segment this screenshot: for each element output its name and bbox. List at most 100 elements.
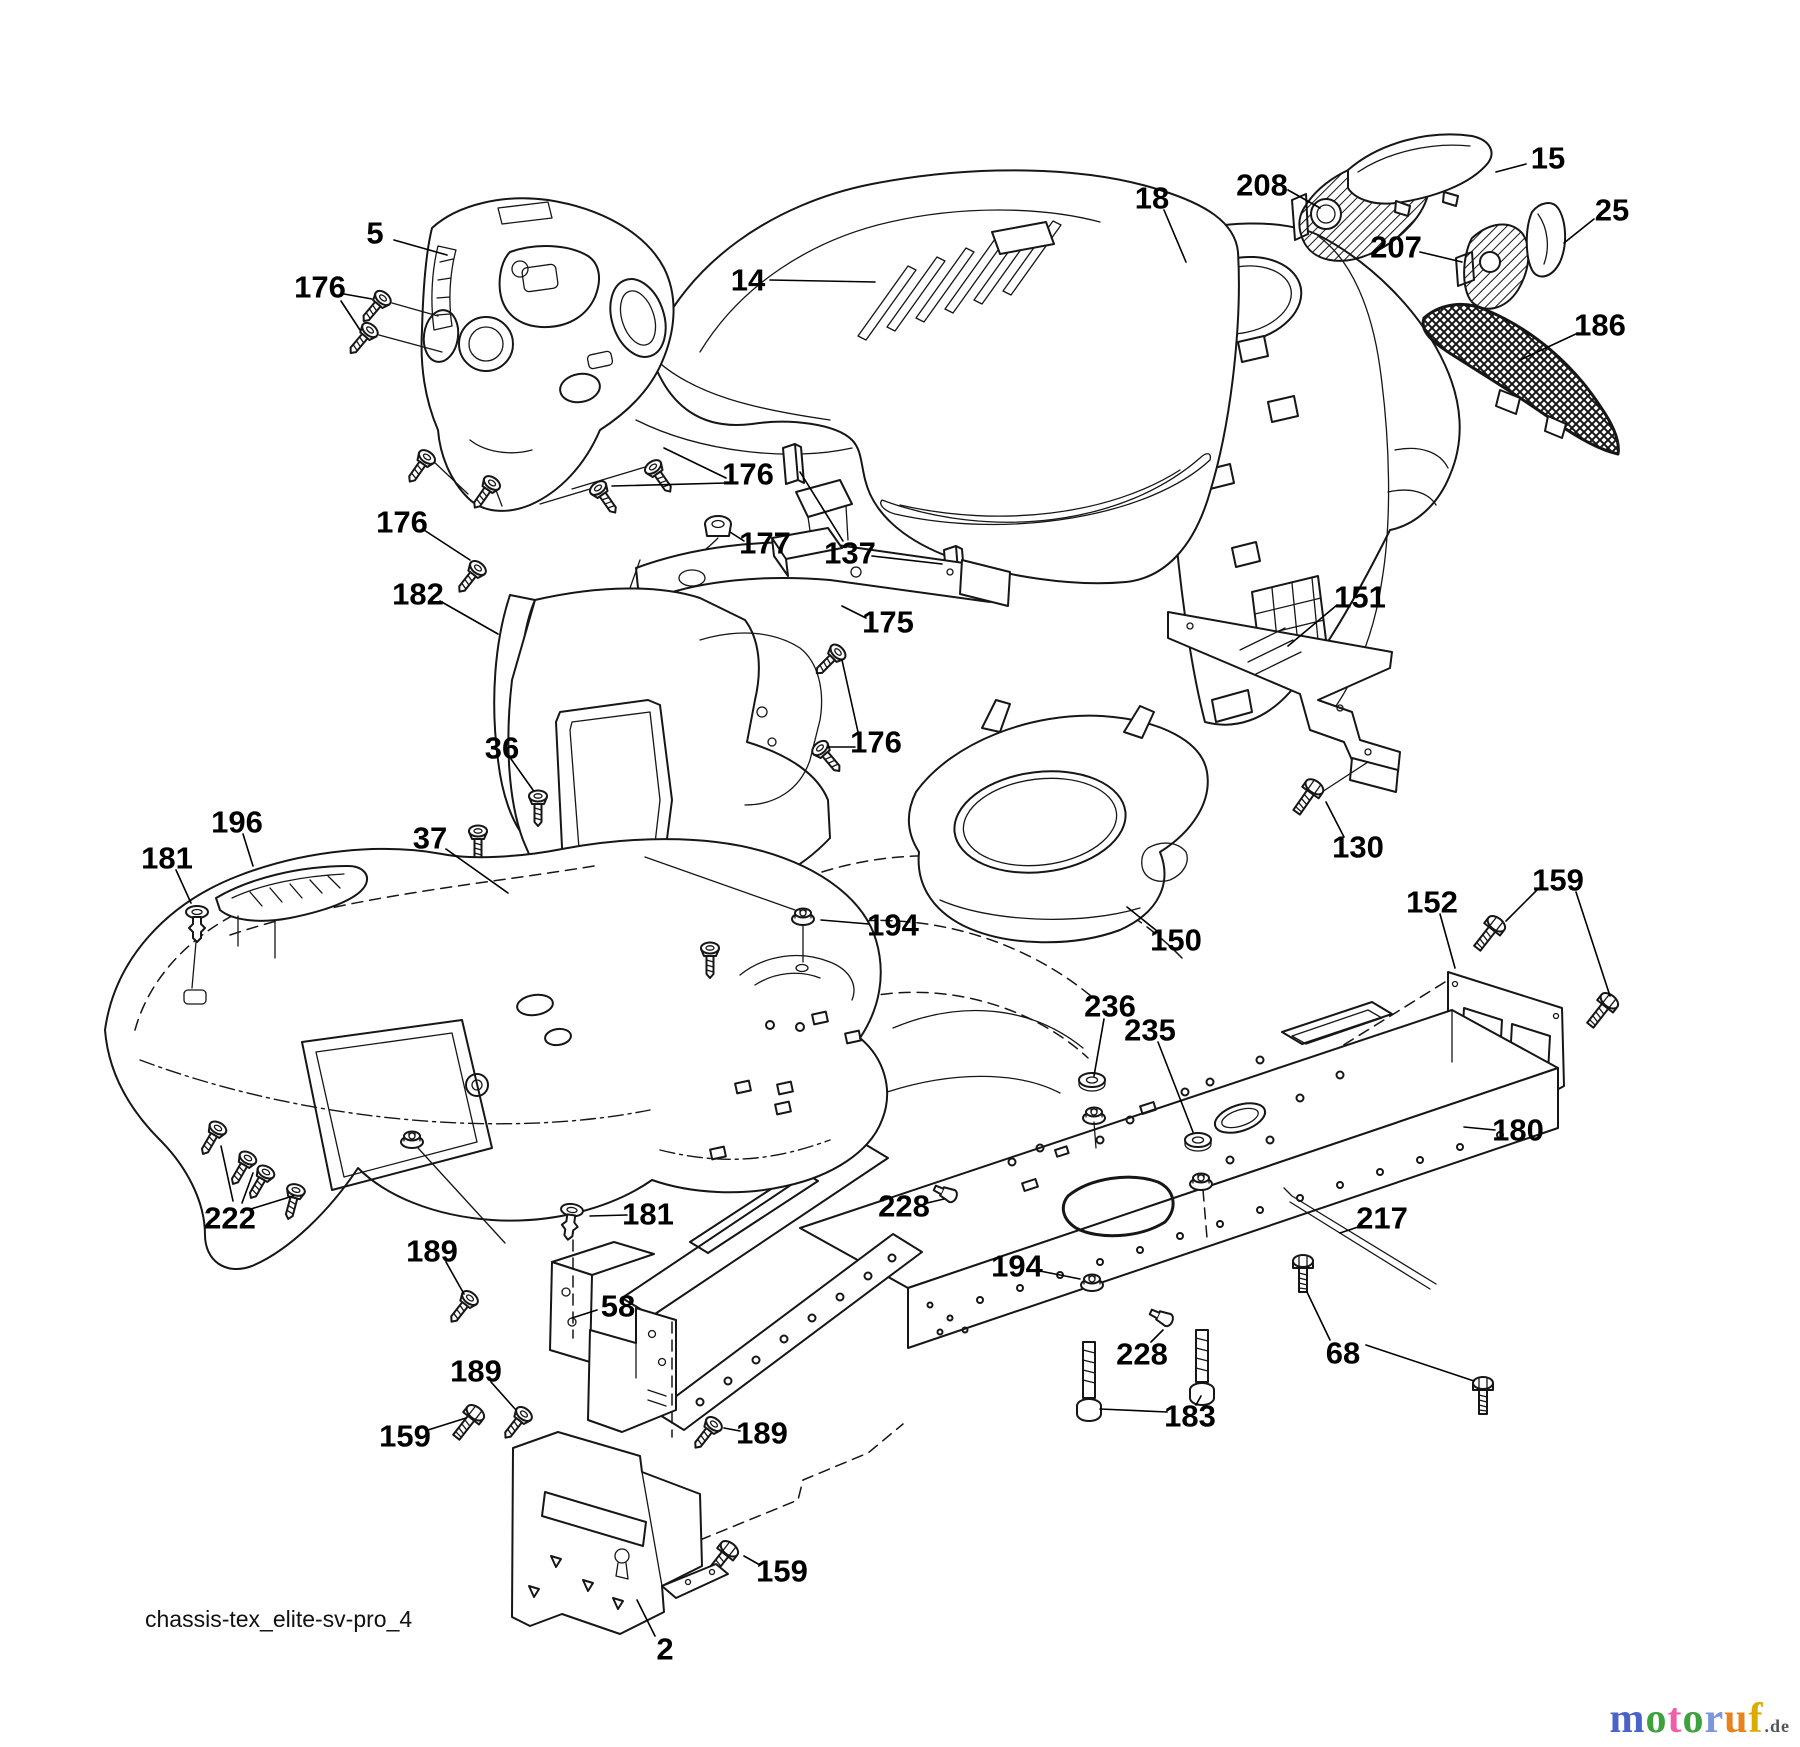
leader-line-2 xyxy=(636,1599,656,1637)
part-callout-151: 151 xyxy=(1334,580,1386,615)
leader-line-5 xyxy=(393,239,448,256)
leader-line-207 xyxy=(1419,251,1463,263)
leader-line-181 xyxy=(175,869,192,904)
leader-lines xyxy=(175,163,1611,1637)
part-callout-189: 189 xyxy=(406,1234,458,1269)
part-callout-58: 58 xyxy=(601,1289,635,1324)
hood xyxy=(635,169,1240,585)
part-callout-159: 159 xyxy=(1532,863,1584,898)
leader-line-159 xyxy=(1575,891,1611,997)
grille-housing xyxy=(1164,222,1461,726)
part-callout-25: 25 xyxy=(1595,193,1629,228)
diagram-caption: chassis-tex_elite-sv-pro_4 xyxy=(145,1606,413,1632)
watermark-letter: f xyxy=(1748,1696,1764,1742)
part-callout-181: 181 xyxy=(141,841,193,876)
leader-line-137 xyxy=(799,471,844,542)
leader-line-159 xyxy=(743,1555,761,1566)
leader-line-186 xyxy=(1519,332,1579,361)
leader-line-189 xyxy=(723,1427,741,1432)
part-callout-159: 159 xyxy=(379,1419,431,1454)
watermark-suffix: .de xyxy=(1764,1716,1790,1736)
leader-line-152 xyxy=(1439,913,1456,969)
upper-bracket-58 xyxy=(549,1221,677,1438)
part-callout-182: 182 xyxy=(392,577,444,612)
screw-130 xyxy=(1287,775,1328,819)
leader-line-228 xyxy=(1150,1329,1164,1343)
leader-line-36 xyxy=(510,758,534,791)
bolt-159 xyxy=(1468,911,1509,956)
frame-hardware xyxy=(931,1072,1494,1422)
watermark-letter: r xyxy=(1704,1696,1725,1742)
part-callout-68: 68 xyxy=(1326,1336,1360,1371)
leader-line-194 xyxy=(820,919,870,925)
watermark-letter: u xyxy=(1724,1696,1749,1742)
leader-line-196 xyxy=(242,833,254,867)
part-callout-176: 176 xyxy=(294,270,346,305)
part-callout-37: 37 xyxy=(413,821,447,856)
console-screws xyxy=(342,287,679,519)
leader-line-176 xyxy=(611,482,727,487)
part-callout-137: 137 xyxy=(824,536,876,571)
part-callout-175: 175 xyxy=(862,605,914,640)
part-callout-235: 235 xyxy=(1124,1013,1176,1048)
part-callout-228: 228 xyxy=(878,1189,930,1224)
axle-bracket-2 xyxy=(511,1431,729,1635)
leader-line-183 xyxy=(1099,1408,1168,1413)
part-callout-180: 180 xyxy=(1492,1113,1544,1148)
part-callout-18: 18 xyxy=(1135,181,1169,216)
part-callout-176: 176 xyxy=(850,725,902,760)
leader-line-137 xyxy=(871,555,943,565)
flange-nut-194 xyxy=(791,907,815,926)
leader-line-37 xyxy=(445,848,509,894)
leader-line-159 xyxy=(1505,889,1538,922)
leader-line-189 xyxy=(445,1261,465,1295)
leader-line-236 xyxy=(1093,1018,1105,1077)
flange-nut xyxy=(400,1130,424,1149)
align-line xyxy=(417,1147,506,1244)
leader-line-25 xyxy=(1563,218,1595,244)
watermark-text: motoruf.de xyxy=(1609,1696,1790,1742)
leader-line-14 xyxy=(769,279,876,283)
part-callout-207: 207 xyxy=(1370,230,1422,265)
part-callout-228: 228 xyxy=(1116,1337,1168,1372)
leader-line-189 xyxy=(490,1381,517,1411)
leader-line-130 xyxy=(1325,801,1345,838)
part-callout-183: 183 xyxy=(1164,1399,1216,1434)
leader-line-235 xyxy=(1157,1041,1194,1133)
leader-line-177 xyxy=(729,531,745,542)
leader-line-217 xyxy=(1339,1225,1362,1234)
part-callout-159: 159 xyxy=(756,1554,808,1589)
leader-line-15 xyxy=(1495,163,1527,173)
part-callout-189: 189 xyxy=(450,1354,502,1389)
part-callout-194: 194 xyxy=(867,908,919,943)
headlight-lens-right-207 xyxy=(1455,223,1530,310)
part-callout-150: 150 xyxy=(1150,923,1202,958)
part-callout-196: 196 xyxy=(211,805,263,840)
chassis-frame xyxy=(621,1001,1559,1541)
leader-line-176 xyxy=(841,659,859,733)
part-callout-130: 130 xyxy=(1332,830,1384,865)
part-callout-186: 186 xyxy=(1574,308,1626,343)
leader-line-183 xyxy=(1195,1395,1202,1406)
leader-line-176 xyxy=(340,300,361,331)
leader-line-176 xyxy=(423,529,471,561)
part-callout-208: 208 xyxy=(1236,168,1288,203)
vent-insert-196 xyxy=(215,865,368,959)
fender xyxy=(104,838,889,1270)
watermark-logo[interactable]: motoruf.de xyxy=(1609,1695,1790,1743)
part-callout-5: 5 xyxy=(366,216,383,251)
leader-line-222 xyxy=(250,1195,294,1210)
engine-shroud-150 xyxy=(907,699,1209,944)
part-callout-194: 194 xyxy=(991,1249,1043,1284)
watermark-letter: o xyxy=(1645,1696,1668,1742)
leader-line-180 xyxy=(1463,1126,1496,1131)
leader-line-68 xyxy=(1306,1291,1331,1341)
mesh-grille-insert-186 xyxy=(1421,303,1620,456)
leader-line-68 xyxy=(1365,1344,1475,1382)
leader-line-18 xyxy=(1163,209,1187,263)
leader-line-150 xyxy=(1126,906,1158,932)
screw-189 xyxy=(443,1287,482,1329)
part-callout-177: 177 xyxy=(739,526,791,561)
hood-trim-15 xyxy=(1347,133,1493,217)
